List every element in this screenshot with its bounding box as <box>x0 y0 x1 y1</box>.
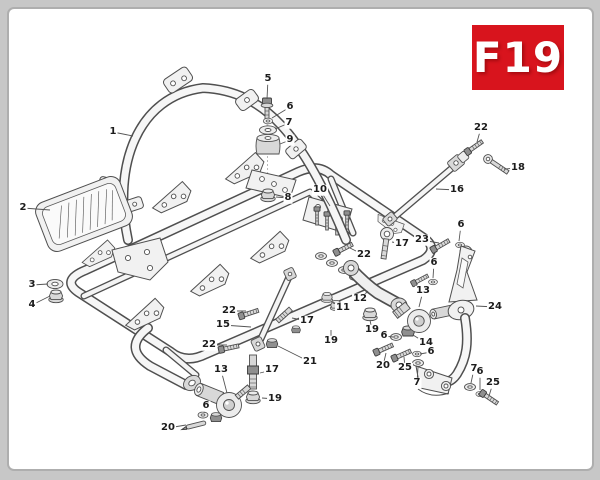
part-callout-6: 6 <box>429 256 439 269</box>
part-callout-11: 11 <box>335 301 351 314</box>
part-callout-25: 25 <box>397 361 413 374</box>
part-callout-18: 18 <box>510 161 526 174</box>
washer-6-lower <box>197 411 209 419</box>
part-callout-6: 6 <box>285 100 295 113</box>
pin-20 <box>180 420 207 431</box>
link-rod-15 <box>217 267 301 354</box>
part-callout-22: 22 <box>201 338 217 351</box>
part-callout-24: 24 <box>487 300 503 313</box>
part-callout-13: 13 <box>415 284 431 297</box>
part-callout-20: 20 <box>160 421 176 434</box>
part-callout-21: 21 <box>302 355 318 368</box>
part-callout-8: 8 <box>283 191 293 204</box>
nut-21 <box>265 338 279 349</box>
part-callout-20: 20 <box>375 359 391 372</box>
part-callout-22: 22 <box>221 304 237 317</box>
washer-3 <box>46 278 64 290</box>
dark-nut <box>209 412 223 423</box>
nut-19-mid <box>362 307 378 322</box>
rod-end-17-upper <box>380 227 394 260</box>
part-callout-17: 17 <box>264 363 280 376</box>
part-callout-6: 6 <box>201 399 211 412</box>
part-callout-7: 7 <box>469 362 479 375</box>
part-callout-14: 14 <box>418 336 434 349</box>
part-callout-19: 19 <box>267 392 283 405</box>
part-callout-1: 1 <box>108 125 118 138</box>
part-callout-2: 2 <box>18 201 28 214</box>
nut-19-lower <box>245 390 261 405</box>
part-callout-5: 5 <box>263 72 273 85</box>
leader-line-2 <box>22 207 51 211</box>
stud-17-center <box>275 306 293 324</box>
tie-rod-16 <box>382 138 510 227</box>
pedal-lever-24 <box>415 245 478 396</box>
part-callout-15: 15 <box>215 318 231 331</box>
bolt-22a <box>237 306 260 321</box>
footboard-bracket <box>111 237 169 281</box>
stud-17-lower <box>247 354 259 390</box>
nut-11a <box>320 292 334 303</box>
part-callout-6: 6 <box>426 345 436 358</box>
link-arm-12 <box>343 260 408 313</box>
part-callout-22: 22 <box>356 248 372 261</box>
part-callout-17: 17 <box>299 314 315 327</box>
part-callout-25: 25 <box>485 376 501 389</box>
part-callout-3: 3 <box>27 278 37 291</box>
part-callout-10: 10 <box>312 183 328 196</box>
bolt-22-top <box>463 138 485 157</box>
front-hoop <box>130 323 201 392</box>
part-callout-4: 4 <box>27 298 37 311</box>
part-callout-6: 6 <box>475 365 485 378</box>
part-callout-13: 13 <box>213 363 229 376</box>
part-callout-22: 22 <box>473 121 489 134</box>
part-callout-17: 17 <box>394 237 410 250</box>
footboard <box>35 176 133 252</box>
nut-4 <box>48 289 64 304</box>
part-callout-7: 7 <box>284 116 294 129</box>
part-callout-23: 23 <box>414 233 430 246</box>
rod-end-18 <box>483 154 510 175</box>
figure-code-badge: F19 <box>472 25 564 90</box>
rod-end-13-right <box>392 301 431 333</box>
part-callout-6: 6 <box>379 329 389 342</box>
part-callout-7: 7 <box>412 376 422 389</box>
part-callout-9: 9 <box>285 133 295 146</box>
part-callout-12: 12 <box>352 292 368 305</box>
part-callout-16: 16 <box>449 183 465 196</box>
rod-end-13-left <box>180 354 261 431</box>
figure-code: F19 <box>472 33 564 82</box>
part-callout-19: 19 <box>323 334 339 347</box>
mid-fasteners <box>332 227 465 288</box>
part-callout-6: 6 <box>456 218 466 231</box>
part-callout-19: 19 <box>364 323 380 336</box>
mount-stack <box>245 97 297 203</box>
